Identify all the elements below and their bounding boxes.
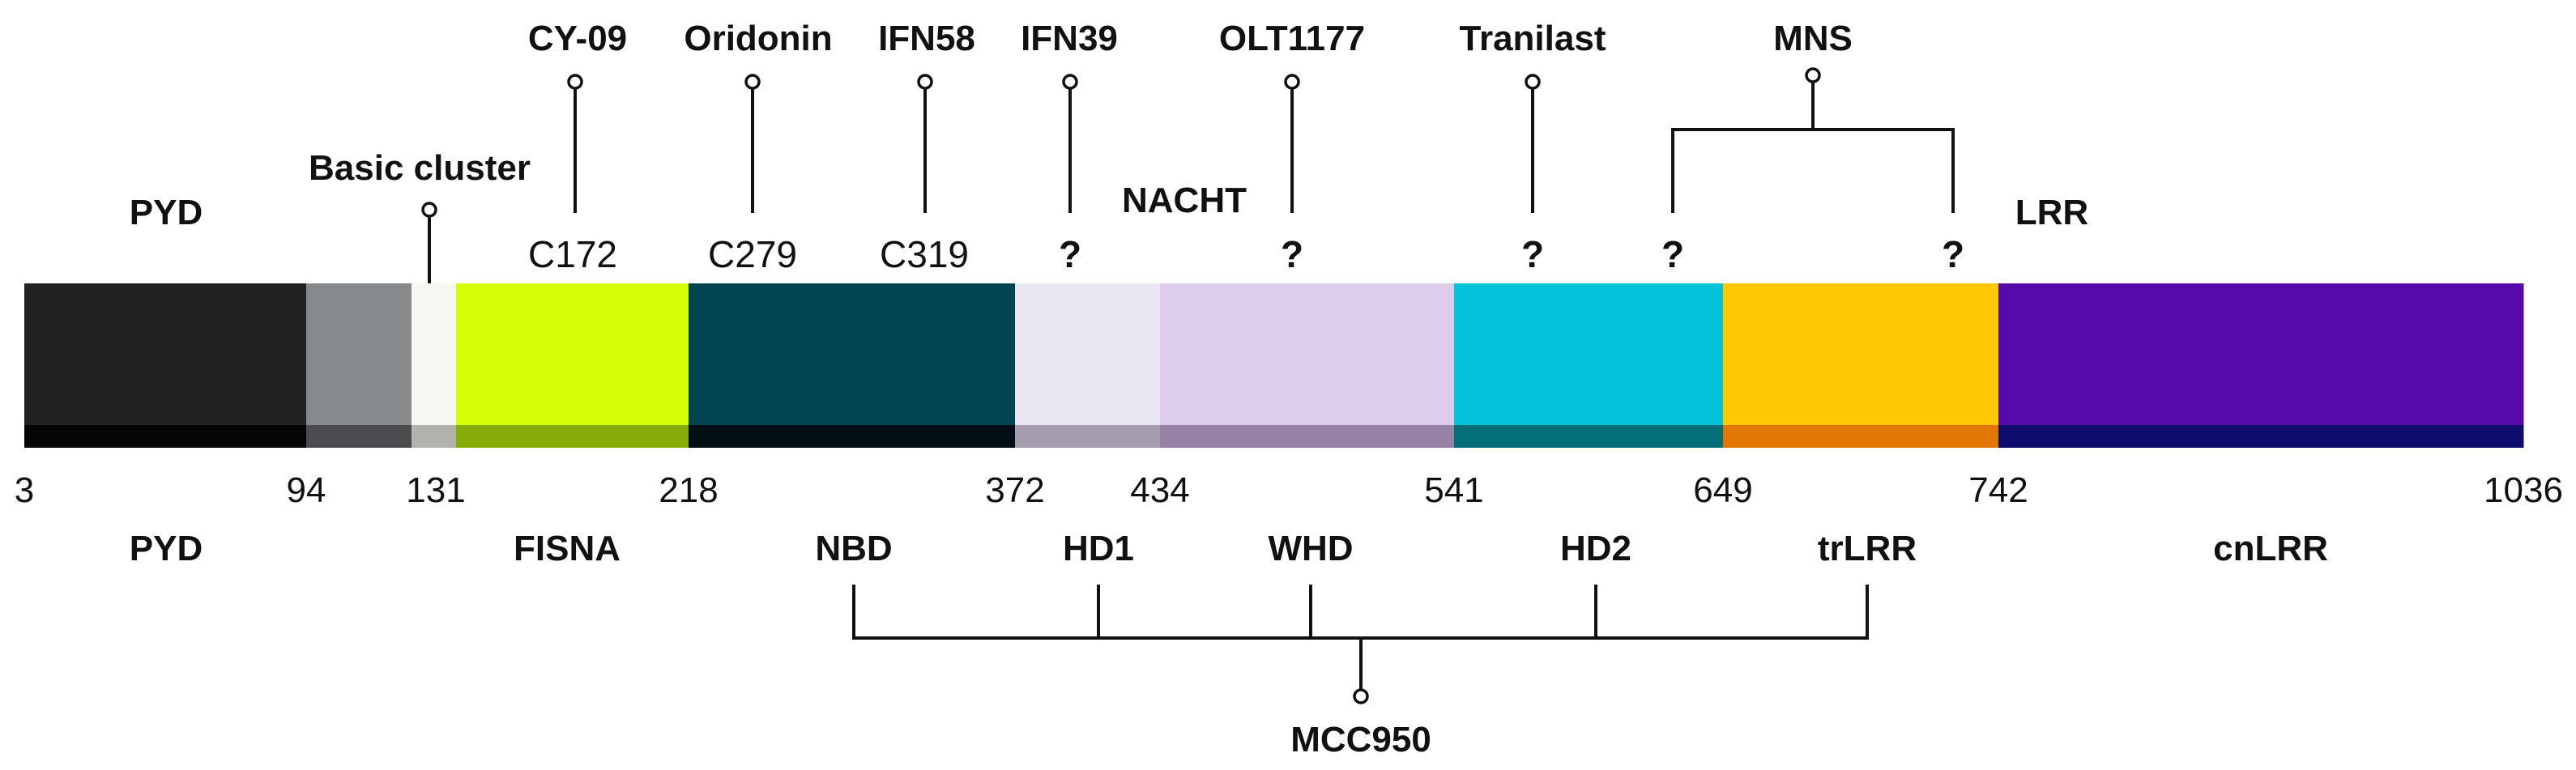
top-label-nacht: NACHT	[1122, 181, 1247, 220]
top-label-pyd: PYD	[130, 193, 203, 232]
domain-bar	[24, 283, 2524, 448]
residue-tick: 434	[1130, 470, 1189, 510]
top-label-lrr: LRR	[2015, 193, 2088, 232]
subdomain-pyd: PYD	[130, 529, 203, 568]
inhibitor-ifn58-label: IFN58	[878, 19, 975, 58]
segment-trlrr	[1723, 283, 1999, 425]
residue-tick: 541	[1424, 470, 1483, 510]
inhibitor-cy09-label: CY-09	[528, 19, 627, 58]
inhibitor-ifn58-pin	[917, 74, 933, 90]
residue-tick: 218	[659, 470, 718, 510]
inhibitor-olt1177-pin	[1284, 74, 1300, 90]
site-c279: C279	[708, 233, 797, 275]
segment-stripe-fisna	[456, 425, 689, 448]
site-ifn39-unknown: ?	[1059, 233, 1081, 275]
segment-nbd	[689, 283, 1016, 425]
segment-stripe-hd2	[1454, 425, 1724, 448]
residue-tick: 372	[985, 470, 1044, 510]
inhibitor-mcc950-label: MCC950	[1290, 720, 1431, 759]
residue-tick: 94	[287, 470, 326, 510]
segment-stripe-basic	[412, 425, 457, 448]
site-tranilast-unknown: ?	[1521, 233, 1544, 275]
site-mns-b-unknown: ?	[1942, 233, 1964, 275]
segment-hd1	[1015, 283, 1161, 425]
site-mns-a-unknown: ?	[1661, 233, 1684, 275]
mcc950-pin	[1353, 688, 1369, 704]
subdomain-nbd: NBD	[815, 529, 892, 568]
residue-ticks: 3 94 131 218 372 434 541 649 742 1036	[15, 470, 2563, 510]
site-c172: C172	[528, 233, 617, 275]
subdomain-fisna: FISNA	[514, 529, 621, 568]
segment-stripe-trlrr	[1723, 425, 1999, 448]
inhibitor-tranilast-label: Tranilast	[1460, 19, 1606, 58]
inhibitor-ifn39-pin	[1062, 74, 1078, 90]
segment-stripe-whd	[1160, 425, 1455, 448]
residue-tick: 649	[1693, 470, 1752, 510]
subdomain-whd: WHD	[1268, 529, 1353, 568]
subdomain-trlrr: trLRR	[1818, 529, 1917, 568]
segment-fisna	[456, 283, 689, 425]
segment-cnlrr	[1998, 283, 2524, 425]
subdomain-cnlrr: cnLRR	[2213, 529, 2328, 568]
residue-tick: 131	[406, 470, 465, 510]
site-olt1177-unknown: ?	[1281, 233, 1303, 275]
inhibitor-mns-bracket	[1671, 128, 1955, 213]
residue-tick: 3	[15, 470, 34, 510]
basic-cluster-pin	[421, 202, 437, 218]
residue-tick: 1036	[2484, 470, 2563, 510]
subdomain-hd2: HD2	[1560, 529, 1631, 568]
segment-stripe-linker	[306, 425, 412, 448]
inhibitor-mns-pin	[1805, 67, 1821, 83]
subdomain-hd1: HD1	[1063, 529, 1134, 568]
segment-pyd	[24, 283, 307, 425]
inhibitor-oridonin-label: Oridonin	[684, 19, 832, 58]
segment-whd	[1160, 283, 1455, 425]
segment-stripe-hd1	[1015, 425, 1161, 448]
inhibitor-cy09-pin	[567, 74, 583, 90]
inhibitor-mns-label: MNS	[1773, 19, 1853, 58]
inhibitor-tranilast-pin	[1525, 74, 1541, 90]
segment-basic	[412, 283, 457, 425]
inhibitor-ifn39-label: IFN39	[1021, 19, 1118, 58]
basic-cluster-label: Basic cluster	[309, 148, 531, 188]
inhibitor-olt1177-label: OLT1177	[1219, 19, 1365, 58]
site-c319: C319	[880, 233, 969, 275]
residue-tick: 742	[1968, 470, 2028, 510]
segment-stripe-pyd	[24, 425, 307, 448]
segment-stripe-cnlrr	[1998, 425, 2524, 448]
segment-stripe-nbd	[689, 425, 1016, 448]
inhibitor-oridonin-pin	[744, 74, 761, 90]
segment-hd2	[1454, 283, 1724, 425]
segment-linker	[306, 283, 412, 425]
